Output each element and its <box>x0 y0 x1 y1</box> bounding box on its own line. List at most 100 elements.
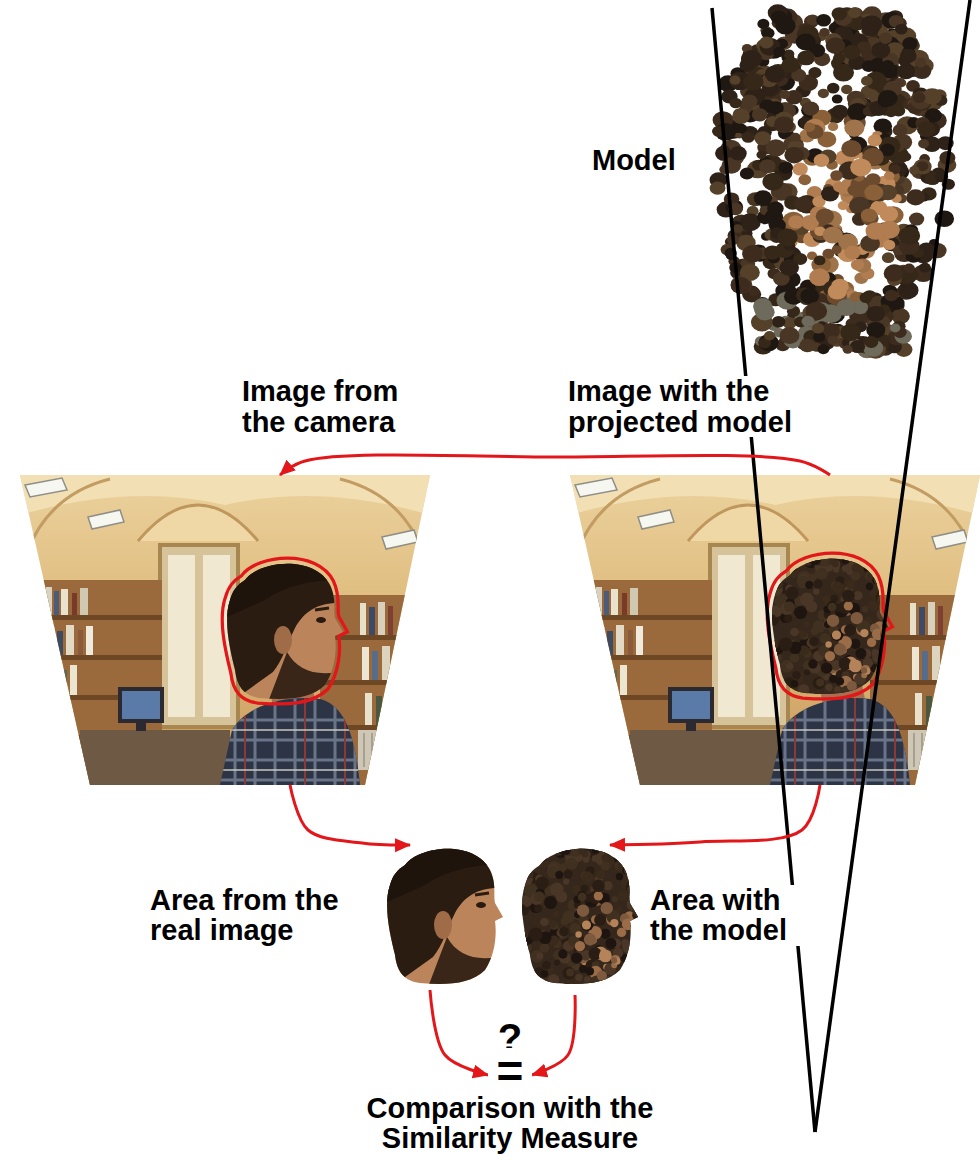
model-point <box>833 182 845 192</box>
model-point <box>816 209 834 225</box>
figure-label: Model <box>592 145 692 175</box>
model-point <box>814 255 826 265</box>
real-head-area <box>380 840 510 995</box>
model-point <box>882 252 895 263</box>
model-point <box>861 208 877 222</box>
model-area: Area with the model <box>520 845 810 995</box>
model-point <box>840 324 860 341</box>
model-point <box>841 140 861 157</box>
model-point <box>764 245 781 259</box>
model-point <box>818 89 829 99</box>
figure-label: Image from the camera <box>242 376 437 437</box>
model-point <box>743 73 763 90</box>
model-point <box>732 109 750 124</box>
model-point <box>851 259 864 270</box>
model-point <box>832 7 848 20</box>
model-point <box>826 37 846 54</box>
figure-label: Image with the projected model <box>568 376 808 437</box>
comparison-caption: Comparison with the Similarity Measure <box>360 1093 660 1154</box>
model-figure: Model <box>590 5 960 355</box>
model-point <box>764 331 775 340</box>
projection-line <box>815 0 970 1132</box>
model-point <box>866 322 885 338</box>
model-point <box>775 17 795 34</box>
model-point <box>832 94 843 103</box>
model-point <box>780 90 791 99</box>
real-area: Area from the real image <box>150 845 505 990</box>
model-point <box>817 344 829 354</box>
model-point <box>792 163 807 176</box>
model-point <box>790 133 801 142</box>
model-point <box>780 259 800 276</box>
model-point <box>884 172 894 181</box>
model-point <box>802 101 819 115</box>
model-point <box>865 222 886 240</box>
model-point <box>909 213 924 226</box>
model-point <box>833 53 845 63</box>
model-point <box>796 33 816 50</box>
model-point <box>780 327 800 344</box>
model-point <box>897 64 915 79</box>
projected-image: Image with the projected model <box>570 475 980 785</box>
model-point <box>880 206 899 222</box>
figure-label: Area from the real image <box>150 885 350 946</box>
model-point <box>871 42 890 58</box>
model-point <box>759 36 773 48</box>
model-point <box>773 47 785 57</box>
model-point <box>782 57 800 72</box>
model-point <box>893 124 907 136</box>
model-point <box>879 32 893 43</box>
model-point <box>772 316 786 328</box>
model-point <box>866 306 885 322</box>
model-point <box>862 60 876 72</box>
model-point <box>868 134 882 146</box>
model-point <box>847 185 860 196</box>
head-outline <box>767 553 892 699</box>
model-point <box>902 37 917 50</box>
model-point <box>864 185 883 201</box>
model-point <box>710 181 726 194</box>
model-point <box>838 201 849 210</box>
model-point <box>777 229 798 247</box>
model-point <box>730 146 747 160</box>
model-point <box>899 227 920 245</box>
model-point <box>740 167 754 179</box>
model-point <box>794 197 812 212</box>
model-point <box>836 299 856 316</box>
model-point <box>827 83 840 94</box>
model-point <box>816 14 831 27</box>
flow-arrow <box>280 455 830 475</box>
model-point <box>831 105 848 120</box>
model-point <box>757 19 769 29</box>
model-point <box>861 76 873 86</box>
model-head-area <box>515 839 648 996</box>
model-point <box>756 151 766 160</box>
model-point <box>935 210 955 227</box>
model-point <box>904 263 915 273</box>
head-outline <box>222 558 347 704</box>
model-point <box>774 116 794 133</box>
model-point <box>884 265 903 281</box>
camera-photo <box>20 475 430 785</box>
model-point <box>797 50 815 65</box>
model-point <box>909 166 919 175</box>
point-cloud-model <box>709 4 956 358</box>
model-point <box>919 263 931 273</box>
model-point <box>759 159 776 173</box>
model-point <box>844 120 864 137</box>
model-point <box>800 288 819 304</box>
model-point <box>823 226 843 243</box>
model-point <box>866 173 881 186</box>
model-point <box>784 147 804 164</box>
model-point <box>767 201 784 215</box>
model-point <box>901 152 911 161</box>
model-point <box>913 92 926 103</box>
model-point <box>754 190 772 206</box>
model-point <box>861 15 882 33</box>
model-point <box>808 67 821 78</box>
model-point <box>895 24 908 35</box>
model-point <box>804 122 815 132</box>
model-point <box>828 283 847 299</box>
